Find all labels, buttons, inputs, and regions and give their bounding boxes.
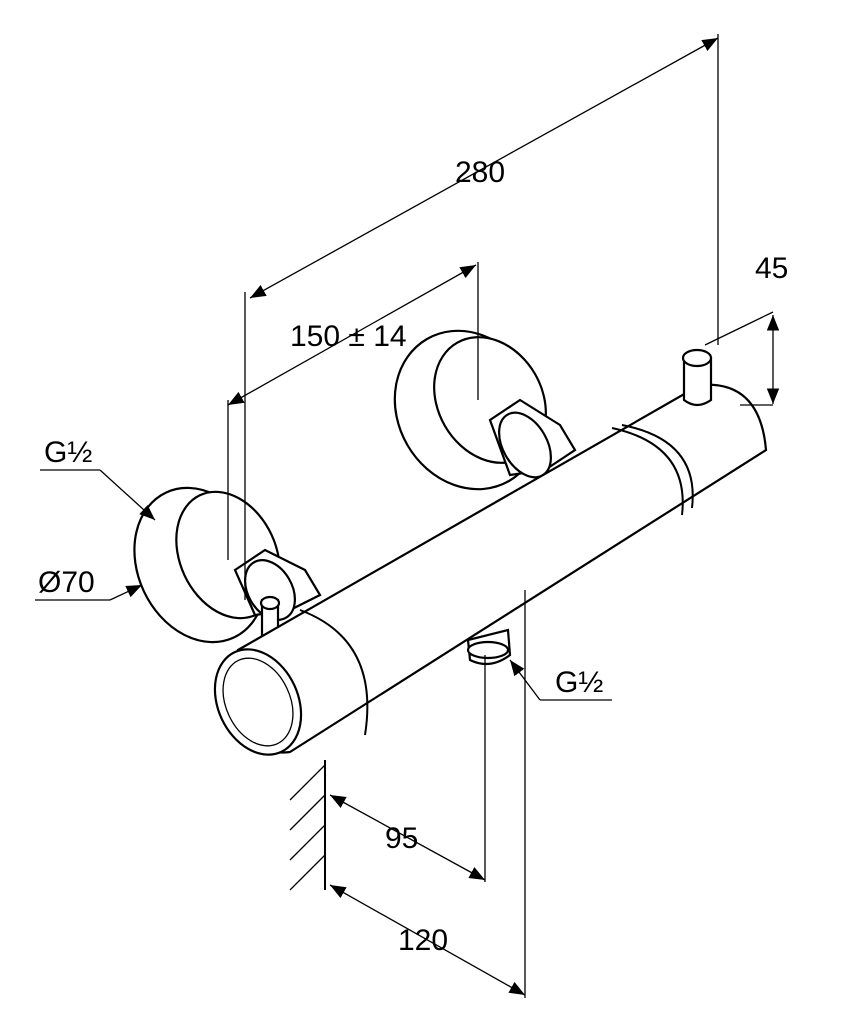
wall-hatching xyxy=(289,760,326,891)
dimension-150 xyxy=(227,262,479,560)
dimension-120-label: 120 xyxy=(398,924,448,957)
left-wall-rosette xyxy=(133,486,322,647)
dimension-280-label: 280 xyxy=(455,156,505,189)
outlet-thread-label: G½ xyxy=(555,666,603,699)
inlet-thread-label: G½ xyxy=(44,436,92,469)
dimension-95-label: 95 xyxy=(385,822,418,855)
dimension-95 xyxy=(329,655,486,882)
dimension-45 xyxy=(704,311,780,406)
dimension-120 xyxy=(329,590,526,998)
dimension-150-label: 150 ± 14 xyxy=(290,320,407,353)
dimension-45-label: 45 xyxy=(755,252,788,285)
rosette-diameter-label: Ø70 xyxy=(38,566,95,599)
rosette-diameter-leader xyxy=(35,584,143,601)
inlet-thread-leader xyxy=(40,469,156,521)
bottom-outlet xyxy=(466,628,512,666)
thermostat-body xyxy=(213,348,768,756)
